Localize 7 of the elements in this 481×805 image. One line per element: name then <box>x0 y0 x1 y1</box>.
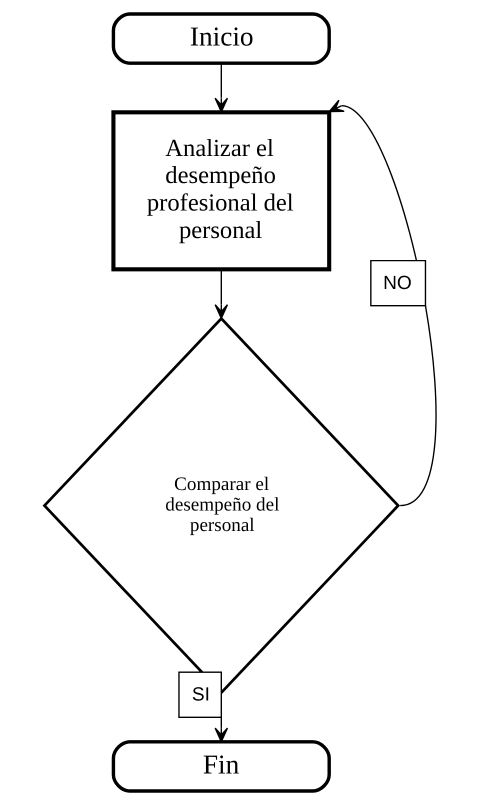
edge-label: NO <box>383 272 412 294</box>
node-box: Analizar el desempeño profesional del personal <box>111 110 332 272</box>
arrow <box>214 270 228 320</box>
node-box: Fin <box>112 740 331 793</box>
arrow <box>328 100 436 506</box>
arrow <box>214 63 228 113</box>
node-box: Inicio <box>112 12 331 65</box>
